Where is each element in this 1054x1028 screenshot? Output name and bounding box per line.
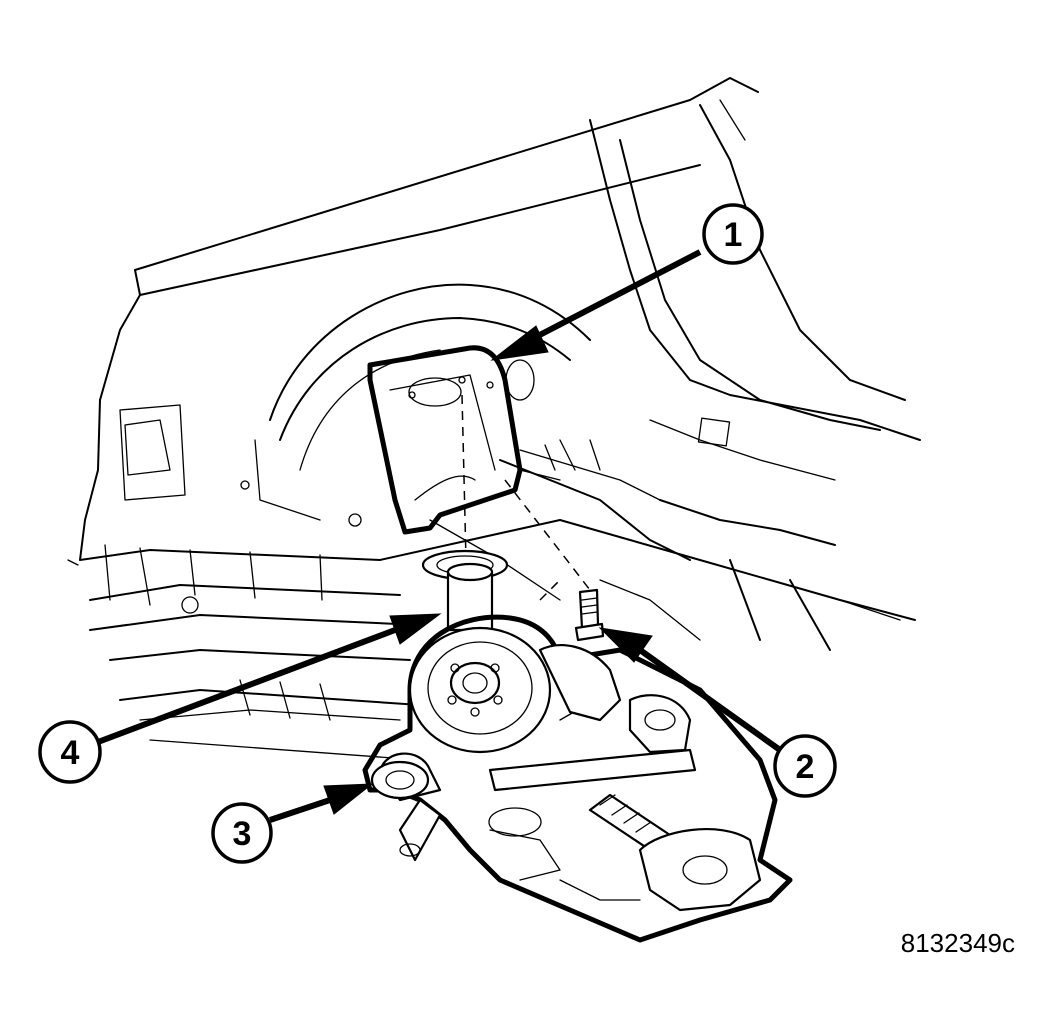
alignment-line-1 bbox=[461, 394, 467, 561]
callout-4: 4 bbox=[38, 613, 442, 784]
callout-1: 1 bbox=[490, 203, 764, 361]
figure-id: 8132349c bbox=[901, 928, 1015, 958]
callout-3: 3 bbox=[211, 783, 374, 864]
alignment-line-2 bbox=[504, 479, 591, 591]
callout-1-label: 1 bbox=[724, 216, 743, 254]
callout-3-label: 3 bbox=[233, 815, 252, 853]
callout-4-label: 4 bbox=[61, 734, 80, 772]
mounting-bolt bbox=[574, 588, 605, 642]
callout-2: 2 bbox=[598, 627, 837, 798]
alignment-line-3 bbox=[539, 579, 561, 601]
upper-mount-bracket bbox=[367, 345, 535, 535]
rear-suspension-assembly bbox=[362, 614, 793, 943]
shock-absorber-top bbox=[421, 549, 509, 632]
callout-2-label: 2 bbox=[796, 748, 815, 786]
